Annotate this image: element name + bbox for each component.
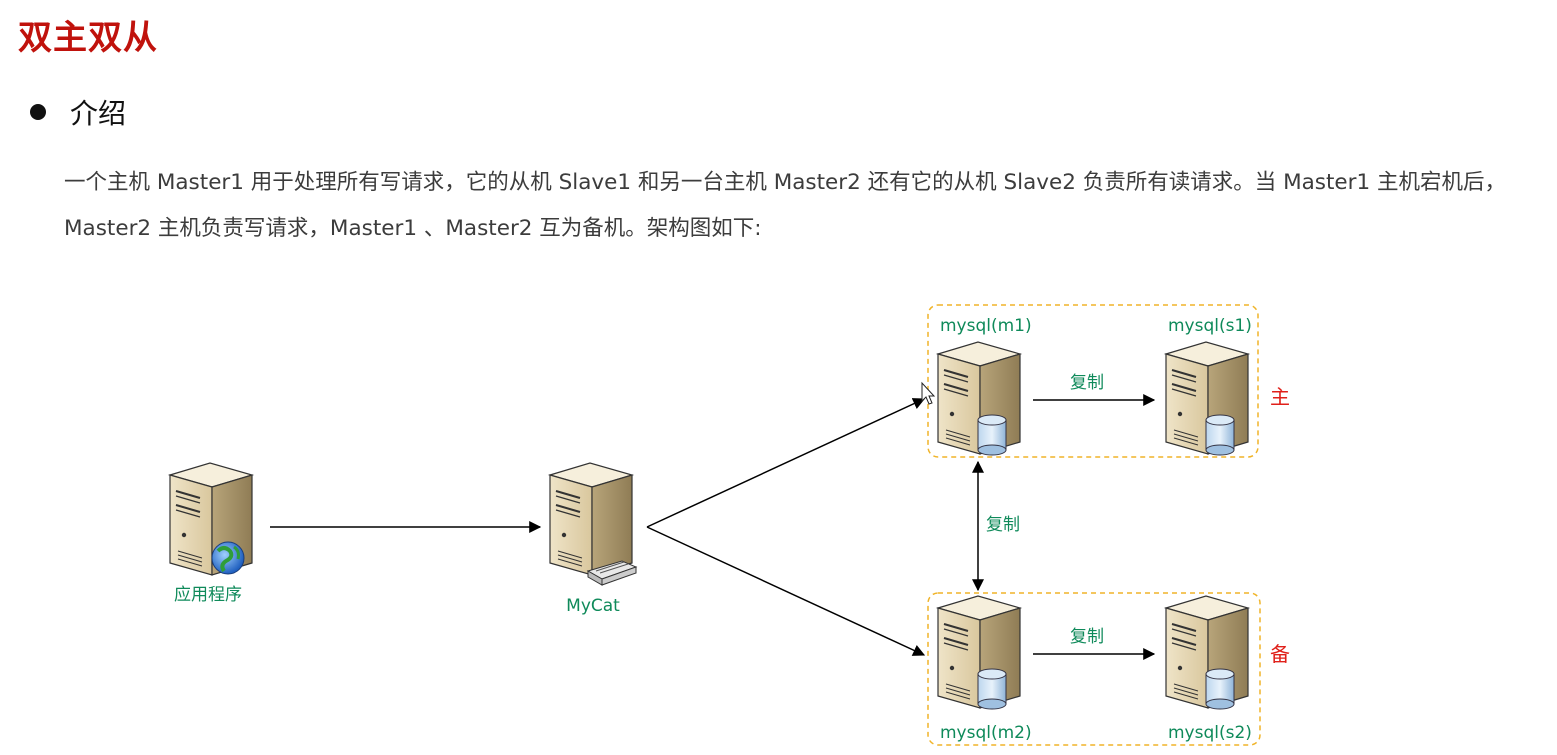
primary-mark: 主 xyxy=(1270,385,1290,409)
mysql-s1-label: mysql(s1) xyxy=(1168,316,1252,336)
mysql-s1-icon xyxy=(1166,342,1248,455)
mysql-m1-icon xyxy=(938,342,1020,455)
intro-paragraph: 一个主机 Master1 用于处理所有写请求，它的从机 Slave1 和另一台主… xyxy=(64,170,1507,241)
app-label: 应用程序 xyxy=(174,585,242,605)
mycat-to-m1-arrow xyxy=(646,398,926,528)
replicate-top-label: 复制 xyxy=(1070,373,1104,393)
mysql-s2-icon xyxy=(1166,596,1248,709)
mysql-m1-label: mysql(m1) xyxy=(940,316,1032,336)
mysql-m2-label: mysql(m2) xyxy=(940,723,1032,743)
network-switch-icon xyxy=(586,560,638,586)
backup-mark: 备 xyxy=(1270,642,1290,666)
section-heading: 介绍 xyxy=(70,97,127,130)
mysql-s2-label: mysql(s2) xyxy=(1168,723,1252,743)
page-title: 双主双从 xyxy=(18,18,158,58)
replicate-mid-label: 复制 xyxy=(986,515,1020,535)
app-server-icon xyxy=(169,462,253,576)
mycat-label: MyCat xyxy=(566,596,620,616)
bullet-icon xyxy=(30,104,46,120)
replicate-bottom-label: 复制 xyxy=(1070,627,1104,647)
mycat-to-m2-arrow xyxy=(646,526,926,656)
primary-group-box xyxy=(927,304,1259,458)
globe-icon xyxy=(211,541,245,575)
backup-group-box xyxy=(927,592,1261,746)
section-heading-row: 介绍 xyxy=(30,92,126,132)
mysql-m2-icon xyxy=(938,596,1020,709)
mouse-cursor-icon xyxy=(921,381,936,405)
mycat-server-icon xyxy=(549,462,638,586)
